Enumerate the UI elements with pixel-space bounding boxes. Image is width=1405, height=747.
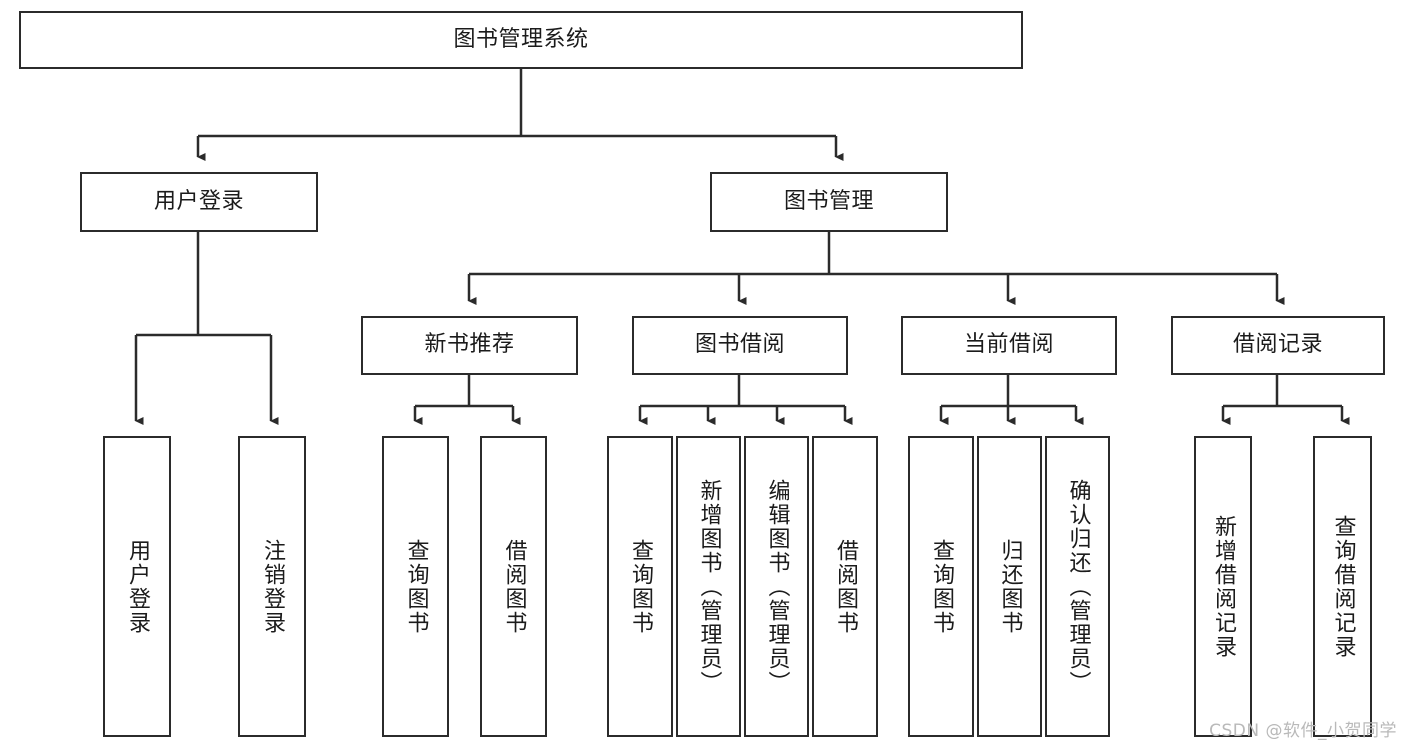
node-leaf-user-login[interactable]: 用户登录 xyxy=(103,436,171,737)
csdn-watermark: CSDN @软件_小贺同学 xyxy=(1209,721,1397,741)
node-leaf-query-borrow-record-label: 查询借阅记录 xyxy=(1330,514,1356,659)
node-leaf-edit-book[interactable]: 编辑图书（管理员） xyxy=(744,436,809,737)
node-leaf-borrow-book-2-label: 借阅图书 xyxy=(832,538,858,635)
node-book-borrow-label: 图书借阅 xyxy=(694,332,785,358)
node-current-borrow[interactable]: 当前借阅 xyxy=(901,316,1117,375)
node-root-system[interactable]: 图书管理系统 xyxy=(19,11,1023,69)
node-book-manage-label: 图书管理 xyxy=(783,188,874,214)
node-leaf-add-book-label: 新增图书（管理员） xyxy=(696,478,722,695)
node-leaf-query-book-3[interactable]: 查询图书 xyxy=(908,436,974,737)
node-borrow-record[interactable]: 借阅记录 xyxy=(1171,316,1385,375)
node-leaf-logout-login-label: 注销登录 xyxy=(259,538,285,635)
node-leaf-query-book-2-label: 查询图书 xyxy=(627,538,653,635)
node-leaf-add-borrow-record-label: 新增借阅记录 xyxy=(1210,514,1236,659)
node-leaf-edit-book-label: 编辑图书（管理员） xyxy=(764,478,790,695)
node-leaf-add-borrow-record[interactable]: 新增借阅记录 xyxy=(1194,436,1252,737)
node-borrow-record-label: 借阅记录 xyxy=(1232,332,1323,358)
node-leaf-logout-login[interactable]: 注销登录 xyxy=(238,436,306,737)
node-leaf-borrow-book-2[interactable]: 借阅图书 xyxy=(812,436,878,737)
node-leaf-query-book-1[interactable]: 查询图书 xyxy=(382,436,449,737)
node-leaf-borrow-book-1-label: 借阅图书 xyxy=(501,538,527,635)
node-leaf-return-book[interactable]: 归还图书 xyxy=(977,436,1042,737)
node-new-book-recommend[interactable]: 新书推荐 xyxy=(361,316,578,375)
node-leaf-confirm-return[interactable]: 确认归还（管理员） xyxy=(1045,436,1110,737)
node-user-login[interactable]: 用户登录 xyxy=(80,172,318,232)
node-new-book-recommend-label: 新书推荐 xyxy=(424,332,515,358)
node-book-borrow[interactable]: 图书借阅 xyxy=(632,316,848,375)
node-leaf-query-book-2[interactable]: 查询图书 xyxy=(607,436,673,737)
node-leaf-query-book-3-label: 查询图书 xyxy=(928,538,954,635)
node-user-login-label: 用户登录 xyxy=(153,188,244,214)
node-leaf-user-login-label: 用户登录 xyxy=(124,538,150,635)
node-book-manage[interactable]: 图书管理 xyxy=(710,172,948,232)
node-leaf-add-book[interactable]: 新增图书（管理员） xyxy=(676,436,741,737)
node-current-borrow-label: 当前借阅 xyxy=(963,332,1054,358)
node-leaf-confirm-return-label: 确认归还（管理员） xyxy=(1065,478,1091,695)
node-leaf-query-book-1-label: 查询图书 xyxy=(403,538,429,635)
node-leaf-return-book-label: 归还图书 xyxy=(997,538,1023,635)
node-leaf-query-borrow-record[interactable]: 查询借阅记录 xyxy=(1313,436,1372,737)
node-leaf-borrow-book-1[interactable]: 借阅图书 xyxy=(480,436,547,737)
node-root-system-label: 图书管理系统 xyxy=(453,26,589,52)
